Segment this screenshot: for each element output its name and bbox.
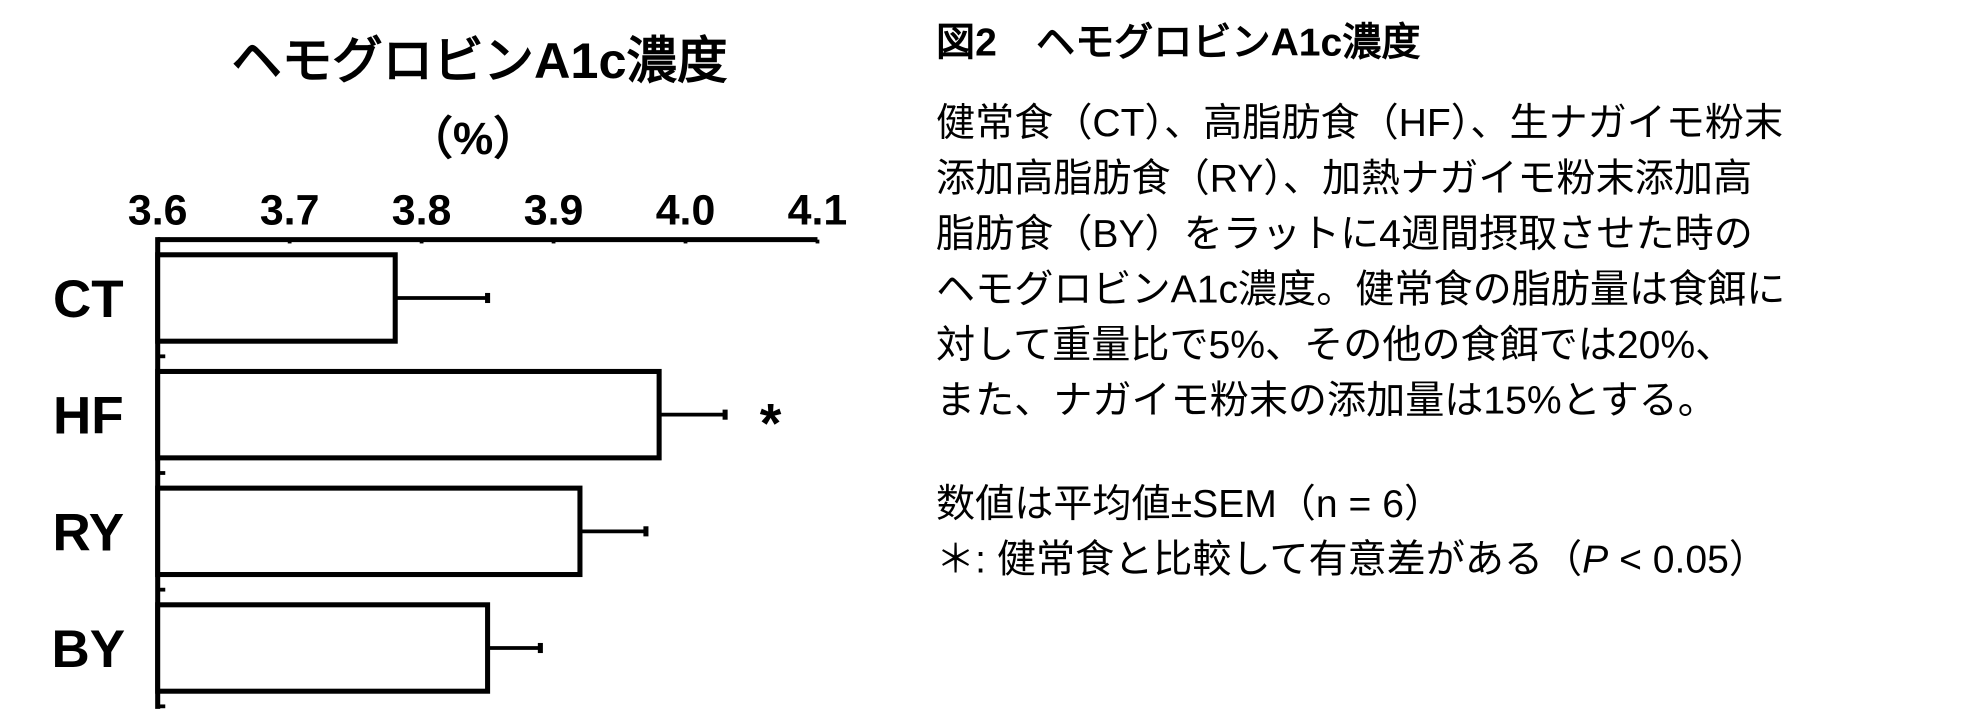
x-tick-label: 4.1 bbox=[788, 187, 848, 235]
x-tick-label: 3.7 bbox=[260, 187, 320, 235]
x-tick-label: 4.0 bbox=[656, 187, 716, 235]
category-label: HF bbox=[53, 387, 124, 446]
caption-line: ヘモグロビンA1c濃度。健常食の脂肪量は食餌に bbox=[936, 269, 1785, 312]
bar-hf bbox=[155, 368, 662, 461]
caption: 図2 ヘモグロビンA1c濃度 健常食（CT）、高脂肪食（HF）、生ナガイモ粉末添… bbox=[936, 22, 1785, 582]
caption-line: 脂肪食（BY）をラットに4週間摂取させた時の bbox=[936, 213, 1753, 256]
note-prefix: ＊: 健常食と比較して有意差がある（ bbox=[936, 539, 1582, 582]
bar-ry bbox=[155, 485, 583, 578]
x-tick-label: 3.8 bbox=[392, 187, 452, 235]
caption-title: 図2 ヘモグロビンA1c濃度 bbox=[936, 22, 1420, 65]
bars: CT HF * RY BY bbox=[52, 252, 782, 694]
note-p: P bbox=[1582, 539, 1608, 582]
caption-line: 健常食（CT）、高脂肪食（HF）、生ナガイモ粉末 bbox=[936, 102, 1783, 145]
caption-line: また、ナガイモ粉末の添加量は15%とする。 bbox=[936, 380, 1717, 423]
x-tick-label: 3.9 bbox=[524, 187, 584, 235]
caption-note-significance: ＊: 健常食と比較して有意差がある（P < 0.05） bbox=[936, 539, 1768, 582]
note-suffix: < 0.05） bbox=[1608, 539, 1768, 582]
caption-line: 添加高脂肪食（RY）、加熱ナガイモ粉末添加高 bbox=[936, 158, 1752, 201]
bar-by bbox=[155, 602, 491, 694]
caption-note-sem: 数値は平均値±SEM（n = 6） bbox=[936, 483, 1443, 526]
significance-marker: * bbox=[760, 392, 782, 454]
tick-labels: 3.6 3.7 3.8 3.9 4.0 4.1 bbox=[128, 187, 847, 235]
chart-title: ヘモグロビンA1c濃度 bbox=[231, 32, 728, 89]
caption-line: 対して重量比で5%、その他の食餌では20%、 bbox=[936, 324, 1734, 367]
axis-unit-label: （%） bbox=[407, 113, 538, 164]
bar-ct bbox=[155, 252, 398, 344]
category-label: BY bbox=[52, 620, 126, 679]
category-label: RY bbox=[52, 503, 124, 562]
category-label: CT bbox=[53, 270, 124, 329]
x-tick-label: 3.6 bbox=[128, 187, 188, 235]
